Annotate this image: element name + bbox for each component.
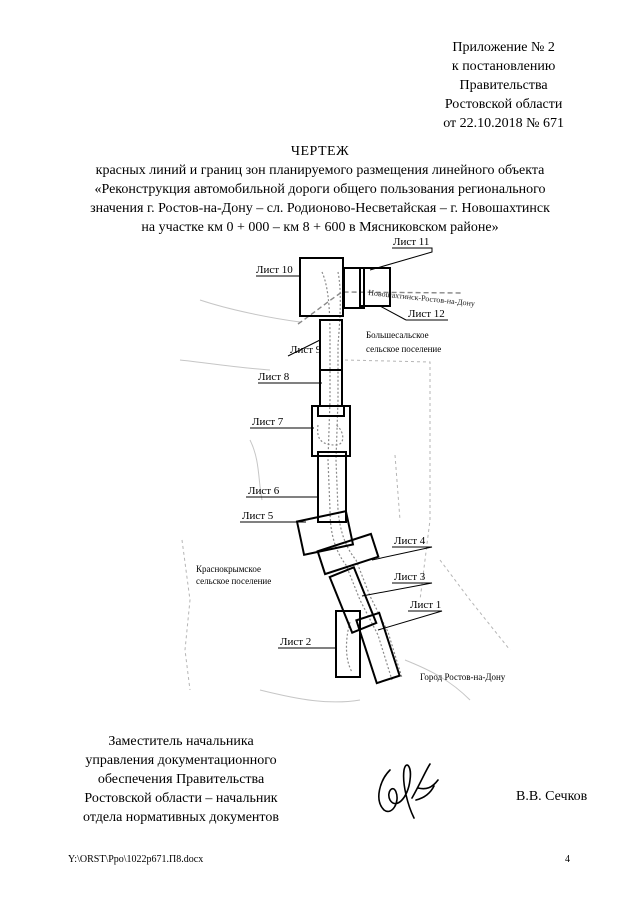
leader-lines <box>240 247 448 649</box>
area-label-krasnokrym-2: сельское поселение <box>196 576 271 586</box>
appendix-line: к постановлению <box>451 59 556 74</box>
sheet-label-10: Лист 10 <box>256 264 293 276</box>
sheet-frame-9 <box>319 319 343 371</box>
appendix-line: от 22.10.2018 № 671 <box>443 116 564 131</box>
sheet-frame-11 <box>359 267 391 307</box>
sheet-label-7: Лист 7 <box>252 416 284 428</box>
signature-block: Заместитель начальника управления докуме… <box>76 732 286 827</box>
sheet-label-3: Лист 3 <box>394 571 426 583</box>
sheet-frame-5 <box>295 509 355 557</box>
boundary-lines <box>181 359 511 691</box>
sheet-frame-4 <box>316 532 380 576</box>
sheet-label-9: Лист 9 <box>290 344 322 356</box>
appendix-block: Приложение № 2 к постановлению Правитель… <box>443 38 564 133</box>
title-heading: ЧЕРТЕЖ <box>290 144 350 159</box>
document-title: ЧЕРТЕЖ красных линий и границ зон планир… <box>0 142 640 237</box>
sheet-frames <box>295 257 401 685</box>
area-label-bolshesaly: Большесальское <box>366 330 429 340</box>
sheet-label-12: Лист 12 <box>408 308 445 320</box>
regional-road <box>297 291 463 325</box>
signature-line: отдела нормативных документов <box>83 810 279 825</box>
handwritten-signature <box>378 763 439 819</box>
sheet-frame-2 <box>335 610 361 678</box>
title-line: красных линий и границ зон планируемого … <box>95 163 545 178</box>
terrain-lines <box>179 299 471 703</box>
page-number: 4 <box>565 854 570 865</box>
sheet-frame-7-top <box>317 405 345 417</box>
sheet-label-6: Лист 6 <box>248 485 280 497</box>
footer-file-path: Y:\ORST\Ppo\1022p671.П8.docx <box>68 854 204 865</box>
signature-line: Заместитель начальника <box>108 734 254 749</box>
sheet-label-5: Лист 5 <box>242 510 274 522</box>
title-line: на участке км 0 + 000 – км 8 + 600 в Мяс… <box>141 220 499 235</box>
signature-line: Ростовской области – начальник <box>84 791 278 806</box>
signature-line: управления документационного <box>85 753 277 768</box>
sheet-label-11: Лист 11 <box>393 236 429 248</box>
sheet-label-4: Лист 4 <box>394 535 426 547</box>
area-label-rostov: Город Ростов-на-Дону <box>420 672 506 682</box>
sheet-label-8: Лист 8 <box>258 371 290 383</box>
appendix-line: Ростовской области <box>444 97 563 112</box>
sheet-label-2: Лист 2 <box>280 636 311 648</box>
title-line: значения г. Ростов-на-Дону – сл. Родионо… <box>90 201 550 216</box>
area-label-krasnokrym: Краснокрымское <box>196 564 261 574</box>
sheet-frame-6 <box>317 451 347 523</box>
signature-line: обеспечения Правительства <box>97 772 265 787</box>
appendix-line: Правительства <box>459 78 548 93</box>
sheet-frame-12 <box>343 267 365 309</box>
appendix-line: Приложение № 2 <box>452 40 555 55</box>
sheet-frame-1 <box>355 611 401 685</box>
sheet-frame-8 <box>319 369 343 407</box>
sheet-label-1: Лист 1 <box>410 599 441 611</box>
title-line: «Реконструкция автомобильной дороги обще… <box>94 182 546 197</box>
area-label-bolshesaly-2: сельское поселение <box>366 344 441 354</box>
signer-name: В.В. Сечков <box>516 789 588 804</box>
